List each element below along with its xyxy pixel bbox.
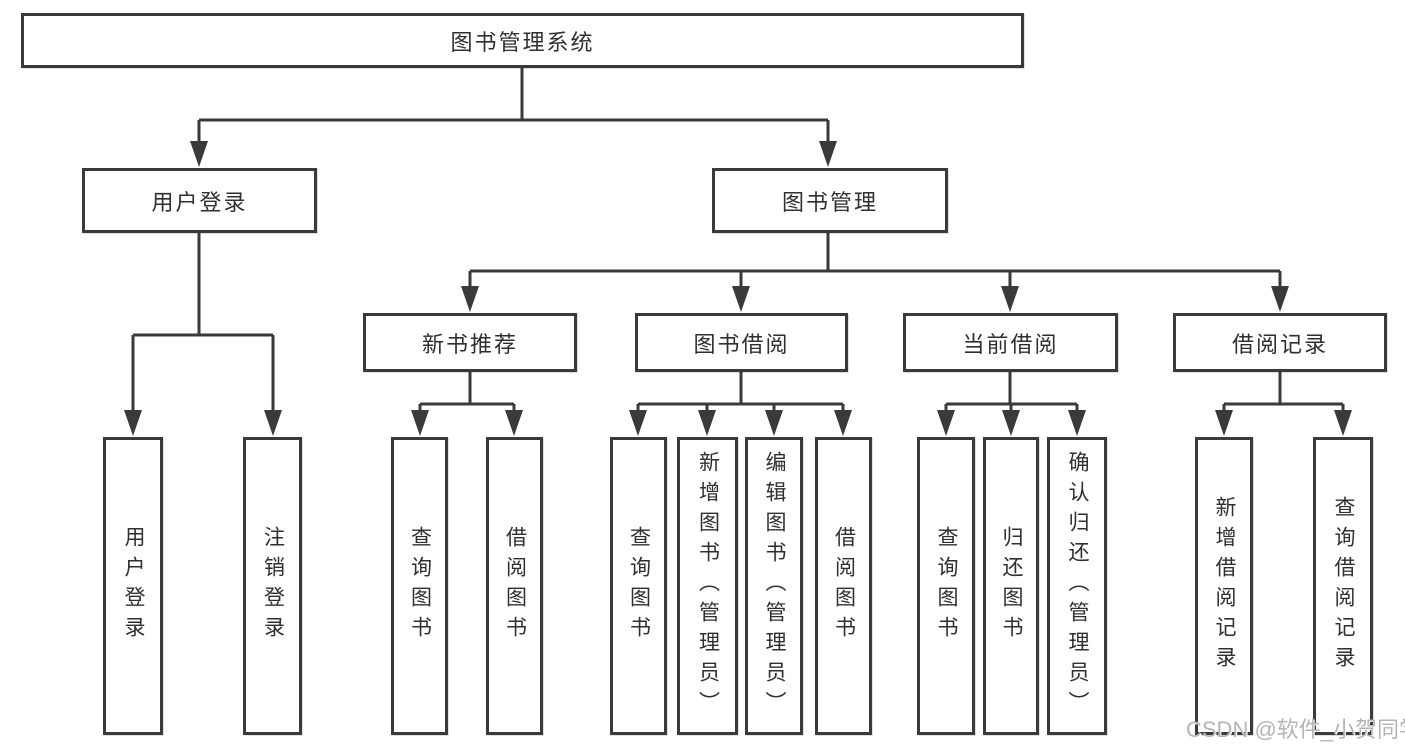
leaf-query-books-borrow: 查询图书 bbox=[610, 437, 667, 735]
leaf-user-login: 用户登录 bbox=[103, 437, 163, 735]
leaf-logout: 注销登录 bbox=[243, 437, 302, 735]
leaf-edit-books-admin: 编辑图书（管理员） bbox=[745, 437, 803, 735]
leaf-query-books-recommend: 查询图书 bbox=[391, 437, 448, 735]
node-current-borrowing: 当前借阅 bbox=[903, 313, 1118, 372]
leaf-return-books: 归还图书 bbox=[983, 437, 1039, 735]
leaf-query-books-current: 查询图书 bbox=[917, 437, 975, 735]
node-book-borrowing: 图书借阅 bbox=[635, 313, 848, 372]
leaf-query-borrow-record: 查询借阅记录 bbox=[1313, 437, 1373, 735]
node-user-login: 用户登录 bbox=[82, 168, 317, 233]
leaf-confirm-return-admin: 确认归还（管理员） bbox=[1047, 437, 1107, 735]
leaf-add-borrow-record: 新增借阅记录 bbox=[1195, 437, 1253, 735]
leaf-add-books-admin: 新增图书（管理员） bbox=[677, 437, 738, 735]
node-borrowing-records: 借阅记录 bbox=[1173, 313, 1387, 372]
csdn-watermark: CSDN @软件_小贺同学 bbox=[1186, 717, 1405, 742]
node-book-management: 图书管理 bbox=[712, 168, 948, 233]
node-new-book-recommendation: 新书推荐 bbox=[363, 313, 577, 372]
leaf-borrow-books: 借阅图书 bbox=[815, 437, 872, 735]
node-library-management-system: 图书管理系统 bbox=[21, 13, 1024, 68]
leaf-borrow-books-recommend: 借阅图书 bbox=[486, 437, 543, 735]
